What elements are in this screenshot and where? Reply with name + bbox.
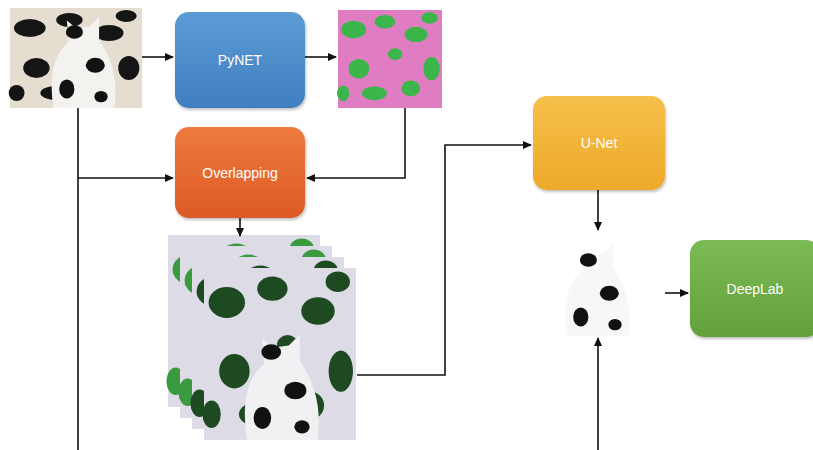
- box-label: U-Net: [573, 131, 626, 155]
- spot: [23, 58, 49, 78]
- spot: [388, 48, 403, 60]
- cat: [52, 17, 116, 108]
- spot: [341, 21, 366, 39]
- spot: [423, 57, 440, 81]
- cat-body: [52, 17, 116, 108]
- spot: [209, 287, 245, 318]
- arrow: [597, 190, 599, 230]
- spot: [59, 80, 74, 99]
- spot: [608, 319, 621, 330]
- line: [77, 108, 79, 450]
- spot: [257, 277, 287, 301]
- spot: [294, 420, 309, 433]
- spot: [573, 308, 588, 327]
- process-box: U-Net: [533, 96, 665, 190]
- spot: [580, 253, 597, 266]
- process-box: PyNET: [175, 12, 305, 108]
- spot: [284, 382, 306, 400]
- arrow: [78, 177, 173, 179]
- process-box: DeepLab: [690, 240, 813, 337]
- overlap-image: [202, 268, 356, 440]
- spot: [405, 27, 428, 43]
- spot: [118, 56, 139, 80]
- spot: [261, 344, 281, 359]
- spot: [326, 271, 350, 292]
- spot: [421, 12, 438, 24]
- spot: [116, 10, 137, 22]
- cat-body: [566, 245, 630, 336]
- spot: [348, 59, 369, 79]
- spot: [66, 25, 83, 38]
- images: [9, 8, 630, 440]
- box-label: DeepLab: [719, 277, 792, 301]
- spot: [600, 286, 619, 301]
- box-label: Overlapping: [194, 161, 286, 185]
- spot: [329, 351, 353, 392]
- pynet-output-image: [337, 10, 442, 108]
- spot: [337, 85, 349, 101]
- process-box: Overlapping: [175, 127, 305, 218]
- cat: [566, 245, 630, 336]
- spot: [401, 81, 420, 97]
- spot: [14, 19, 46, 37]
- image-ground: [10, 8, 142, 108]
- spot: [374, 15, 395, 29]
- spot: [9, 85, 25, 101]
- image-ground: [204, 268, 356, 440]
- cat-body: [245, 334, 319, 440]
- spot: [301, 297, 334, 325]
- box-label: PyNET: [210, 48, 270, 72]
- spot: [86, 58, 105, 73]
- spot: [362, 86, 387, 100]
- arrow: [239, 218, 241, 236]
- arrow: [307, 108, 405, 178]
- cat: [245, 334, 319, 440]
- arrow: [357, 145, 531, 375]
- spot: [219, 354, 249, 388]
- arrow: [305, 56, 336, 58]
- arrows: [78, 57, 688, 450]
- spot: [254, 407, 272, 429]
- input-image: [9, 8, 142, 108]
- image-ground: [338, 10, 442, 108]
- spot: [202, 400, 220, 428]
- arrow: [597, 338, 599, 450]
- spot: [94, 91, 107, 102]
- arrow: [142, 56, 173, 58]
- arrow: [665, 292, 688, 294]
